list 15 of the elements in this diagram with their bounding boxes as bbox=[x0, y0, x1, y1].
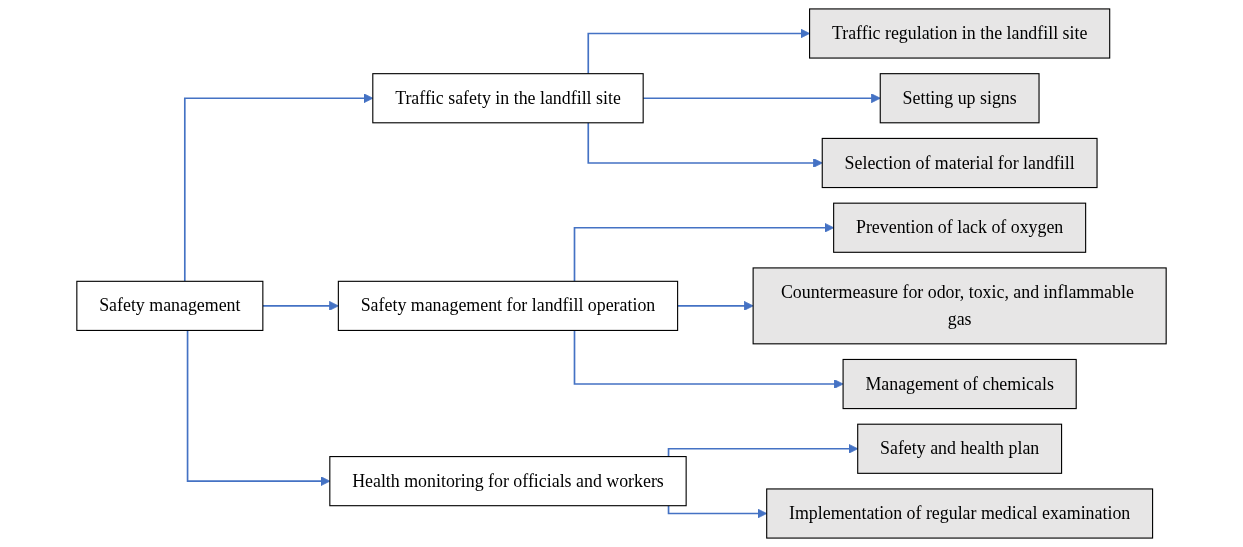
node-box: Traffic regulation in the landfill site bbox=[809, 8, 1111, 59]
node-box: Management of chemicals bbox=[842, 358, 1077, 410]
node-box: Safety management for landfill operation bbox=[337, 280, 679, 331]
node-box: Selection of material for landfill bbox=[821, 137, 1098, 189]
node-box: Health monitoring for officials and workers bbox=[329, 456, 687, 507]
arrow bbox=[587, 121, 823, 168]
arrow bbox=[573, 329, 844, 389]
node-box: Safety and health plan bbox=[857, 423, 1063, 474]
node-box: Setting up signs bbox=[879, 73, 1040, 124]
node-box: Implementation of regular medical examination bbox=[766, 488, 1154, 539]
node-box: Traffic safety in the landfill site bbox=[372, 73, 644, 124]
node-box: Safety management bbox=[76, 280, 264, 331]
arrow bbox=[262, 300, 339, 311]
node-box: Prevention of lack of oxygen bbox=[833, 202, 1087, 253]
node-box: Countermeasure for odor, toxic, and inflammable gas bbox=[752, 267, 1167, 345]
